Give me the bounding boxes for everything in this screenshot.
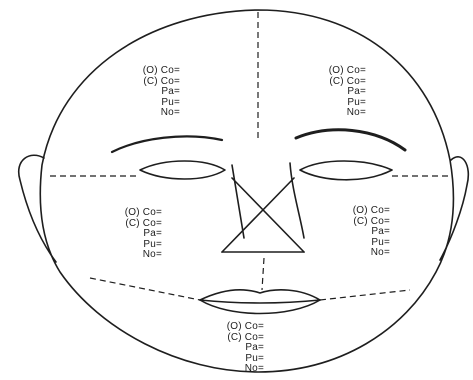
label-no: No=: [200, 364, 264, 375]
cheek-right-labels: (O) Co= (C) Co= Pa= Pu= No=: [322, 206, 390, 259]
nose-cross-b: [222, 178, 294, 252]
head-outline: [40, 10, 453, 372]
label-pa: Pa=: [92, 229, 162, 240]
label-no: No=: [122, 108, 180, 119]
label-open-co: (O) Co=: [92, 208, 162, 219]
forehead-left-labels: (O) Co= (C) Co= Pa= Pu= No=: [122, 66, 180, 119]
lip-line: [200, 300, 320, 303]
label-pa: Pa=: [122, 87, 180, 98]
label-no: No=: [322, 248, 390, 259]
label-open-co: (O) Co=: [122, 66, 180, 77]
right-ear: [440, 157, 468, 260]
left-ear: [19, 155, 56, 262]
label-open-co: (O) Co=: [200, 322, 264, 333]
jaw-line-right: [320, 290, 410, 300]
right-eye: [300, 161, 392, 180]
left-eye: [140, 161, 225, 179]
jaw-line-left: [90, 278, 200, 300]
left-eyebrow: [112, 136, 222, 152]
label-no: No=: [92, 250, 162, 261]
nose-left-side: [232, 165, 244, 238]
label-no: No=: [302, 108, 366, 119]
chin-labels: (O) Co= (C) Co= Pa= Pu= No=: [200, 322, 264, 375]
label-pa: Pa=: [200, 343, 264, 354]
upper-lip: [200, 290, 320, 300]
label-open-co: (O) Co=: [302, 66, 366, 77]
midline-chin: [262, 258, 264, 290]
label-pa: Pa=: [302, 87, 366, 98]
nose-right-side: [290, 163, 304, 238]
label-open-co: (O) Co=: [322, 206, 390, 217]
label-pa: Pa=: [322, 227, 390, 238]
cheek-left-labels: (O) Co= (C) Co= Pa= Pu= No=: [92, 208, 162, 261]
forehead-right-labels: (O) Co= (C) Co= Pa= Pu= No=: [302, 66, 366, 119]
right-eyebrow: [296, 130, 405, 150]
